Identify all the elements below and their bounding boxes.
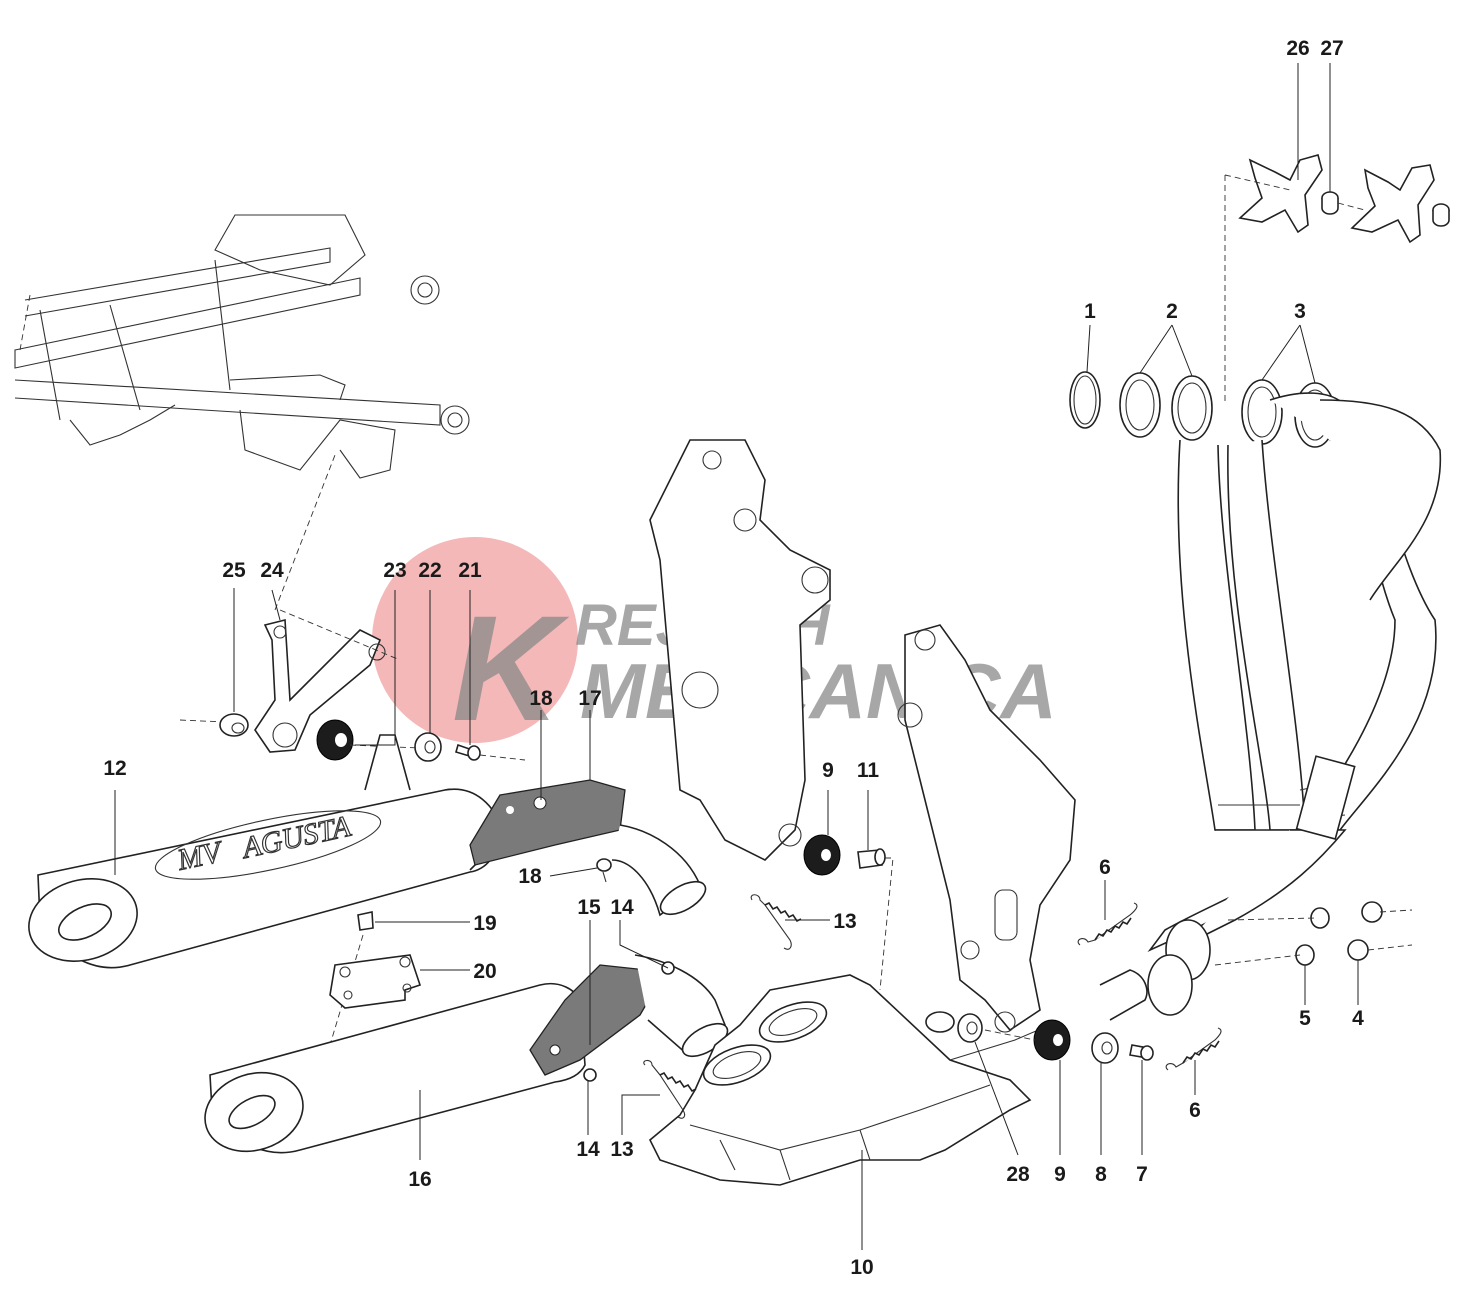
callout-5: 5 [1299, 1007, 1311, 1030]
muffler-hanger-bracket [179, 454, 401, 753]
callout-19: 19 [473, 912, 496, 935]
callout-20: 20 [473, 960, 496, 983]
callout-21: 21 [458, 559, 482, 582]
nut-4 [1214, 901, 1413, 966]
collector-box [649, 974, 1051, 1186]
spring-6-lower [1165, 1027, 1222, 1071]
callout-18-lower: 18 [518, 865, 542, 888]
silencer-upper: MV AGUSTA [28, 734, 506, 969]
header-flange-clamp [1224, 154, 1450, 405]
callout-26: 26 [1286, 37, 1309, 60]
spring-6-upper [1077, 902, 1138, 946]
callout-3: 3 [1294, 300, 1306, 323]
callout-12: 12 [103, 757, 126, 780]
callout-14-upper: 14 [610, 896, 634, 919]
callout-8: 8 [1095, 1163, 1107, 1186]
footpeg-bracket-left [649, 439, 831, 861]
callout-2: 2 [1166, 300, 1178, 323]
link-pipe-upper [611, 824, 707, 917]
silencer-lower [204, 982, 586, 1154]
leader-lines [114, 63, 1359, 1250]
callout-28: 28 [1006, 1163, 1030, 1186]
screw-18 [596, 858, 612, 883]
callout-15: 15 [577, 896, 601, 919]
spacer-11 [857, 848, 894, 991]
callout-9-lower: 9 [1054, 1163, 1066, 1186]
callout-13-lower: 13 [610, 1138, 633, 1161]
callout-24: 24 [260, 559, 284, 582]
callout-7: 7 [1136, 1163, 1148, 1186]
screw-19 [329, 911, 374, 1046]
rubber-grommet-23 [316, 719, 354, 761]
watermark-circle [372, 537, 578, 743]
clamp-bracket-20 [329, 954, 422, 1009]
rear-subframe [14, 214, 470, 479]
link-pipe-lower [634, 954, 729, 1058]
callout-27: 27 [1320, 37, 1343, 60]
washer-8 [1091, 1032, 1119, 1064]
washer-22 [414, 732, 442, 762]
washer-5 [1295, 907, 1330, 966]
spring-13-upper [750, 894, 802, 950]
callout-14-lower: 14 [576, 1138, 600, 1161]
exhaust-header-pipes [1099, 392, 1442, 1021]
footpeg-bracket-right [897, 624, 1076, 1033]
callout-10: 10 [850, 1256, 873, 1279]
rubber-grommet-9-lower [1033, 1019, 1071, 1061]
screw-7 [1129, 1044, 1154, 1061]
header-gasket-ring [1069, 371, 1101, 429]
callout-18-upper: 18 [529, 687, 553, 710]
callout-22: 22 [418, 559, 441, 582]
callout-17: 17 [578, 687, 601, 710]
bush-25 [219, 713, 249, 737]
spring-13-lower [643, 1059, 697, 1119]
callout-6-lower: 6 [1189, 1099, 1201, 1122]
heat-guard-upper [469, 779, 626, 866]
callout-16: 16 [408, 1168, 431, 1191]
spacer-28 [925, 1011, 1036, 1043]
callout-25: 25 [222, 559, 246, 582]
callout-23: 23 [383, 559, 406, 582]
callout-13-upper: 13 [833, 910, 856, 933]
callout-1: 1 [1084, 300, 1096, 323]
callout-11: 11 [857, 759, 880, 782]
callout-labels: 1 2 3 26 27 25 24 23 22 21 18 17 12 18 1… [103, 37, 1364, 1279]
callout-9-upper: 9 [822, 759, 834, 782]
watermark-k-letter: K [452, 584, 570, 752]
callout-6-upper: 6 [1099, 856, 1111, 879]
callout-4: 4 [1352, 1007, 1364, 1030]
rubber-grommet-9-upper [803, 834, 841, 876]
